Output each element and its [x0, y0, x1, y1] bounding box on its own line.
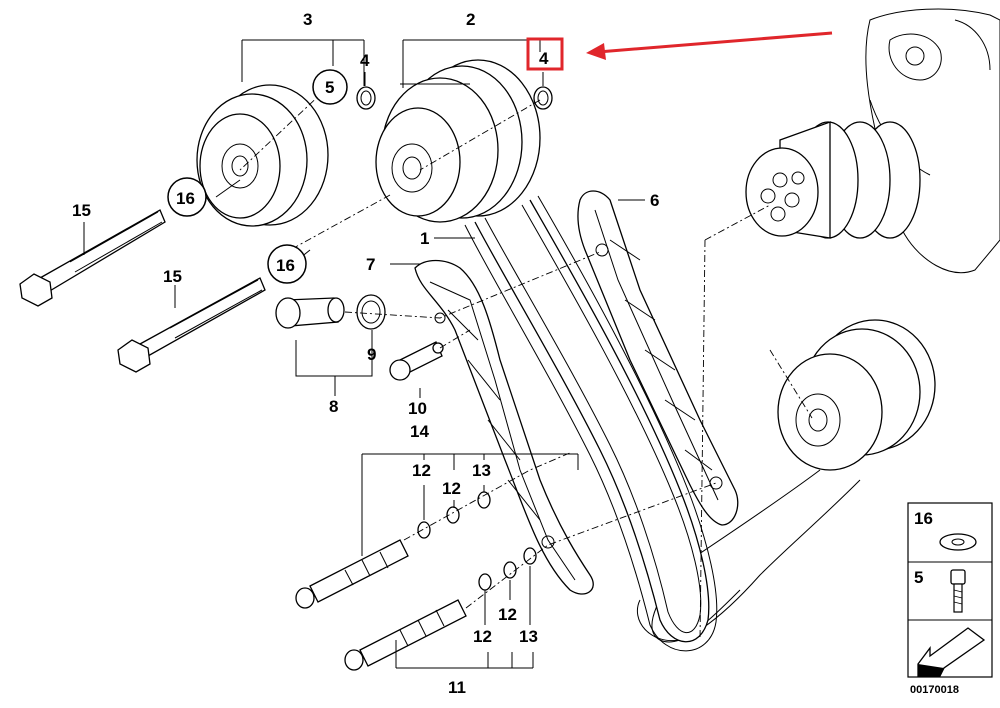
callout-14: 14 [410, 422, 429, 441]
callout-15-lower: 15 [163, 267, 182, 286]
callout-circle-16a [167, 177, 207, 217]
highlight-box [526, 37, 564, 71]
sealing-rings [417, 491, 537, 591]
callout-3: 3 [303, 10, 312, 29]
callout-12-a: 12 [412, 461, 431, 480]
callout-2: 2 [466, 10, 475, 29]
pin-14 [295, 539, 409, 609]
callout-circle-16b [267, 244, 307, 284]
callout-1: 1 [420, 229, 429, 248]
callout-15-upper: 15 [72, 201, 91, 220]
callout-10: 10 [408, 399, 427, 418]
tensioner-8 [275, 297, 345, 329]
diagram-code: 00170018 [910, 684, 959, 696]
callout-5: 5 [325, 78, 334, 97]
callout-8: 8 [329, 397, 338, 416]
highlight-arrow [586, 31, 833, 60]
callout-12-b: 12 [442, 479, 461, 498]
engine-block-outline [865, 8, 1000, 274]
guide-rail-7 [414, 259, 594, 595]
callout-16-upper: 16 [176, 189, 195, 208]
screw-icon [950, 569, 966, 613]
assembly-lines [239, 89, 813, 641]
callout-circle-5 [312, 69, 348, 105]
washer-4-right [533, 86, 553, 110]
callout-6: 6 [650, 191, 659, 210]
washer-icon [939, 533, 977, 551]
pin-10 [389, 341, 444, 381]
pin-11 [344, 599, 467, 671]
bolt-15-upper [19, 209, 166, 307]
leader-lines [83, 39, 645, 669]
direction-arrow-icon [917, 627, 986, 677]
callout-16-lower: 16 [276, 256, 295, 275]
washer-4-left [356, 86, 376, 110]
callout-7: 7 [366, 255, 375, 274]
guide-rail-6 [577, 190, 739, 526]
legend-label-5: 5 [914, 568, 923, 587]
legend-label-16: 16 [914, 509, 933, 528]
upper-sprocket-3 [196, 84, 329, 227]
callout-12-c: 12 [498, 605, 517, 624]
callout-13-b: 13 [519, 627, 538, 646]
callout-12-d: 12 [473, 627, 492, 646]
timing-chain [464, 195, 718, 652]
callout-13-a: 13 [472, 461, 491, 480]
callout-4-left: 4 [360, 51, 370, 70]
bolt-15-lower [117, 277, 266, 373]
callout-11: 11 [448, 678, 466, 697]
crank-sprocket [745, 121, 921, 239]
callout-4-right: 4 [539, 49, 549, 68]
upper-sprocket-2 [375, 59, 541, 223]
lower-cam-sprocket [777, 319, 936, 471]
seal-ring-9 [356, 294, 386, 330]
callout-9: 9 [367, 345, 376, 364]
